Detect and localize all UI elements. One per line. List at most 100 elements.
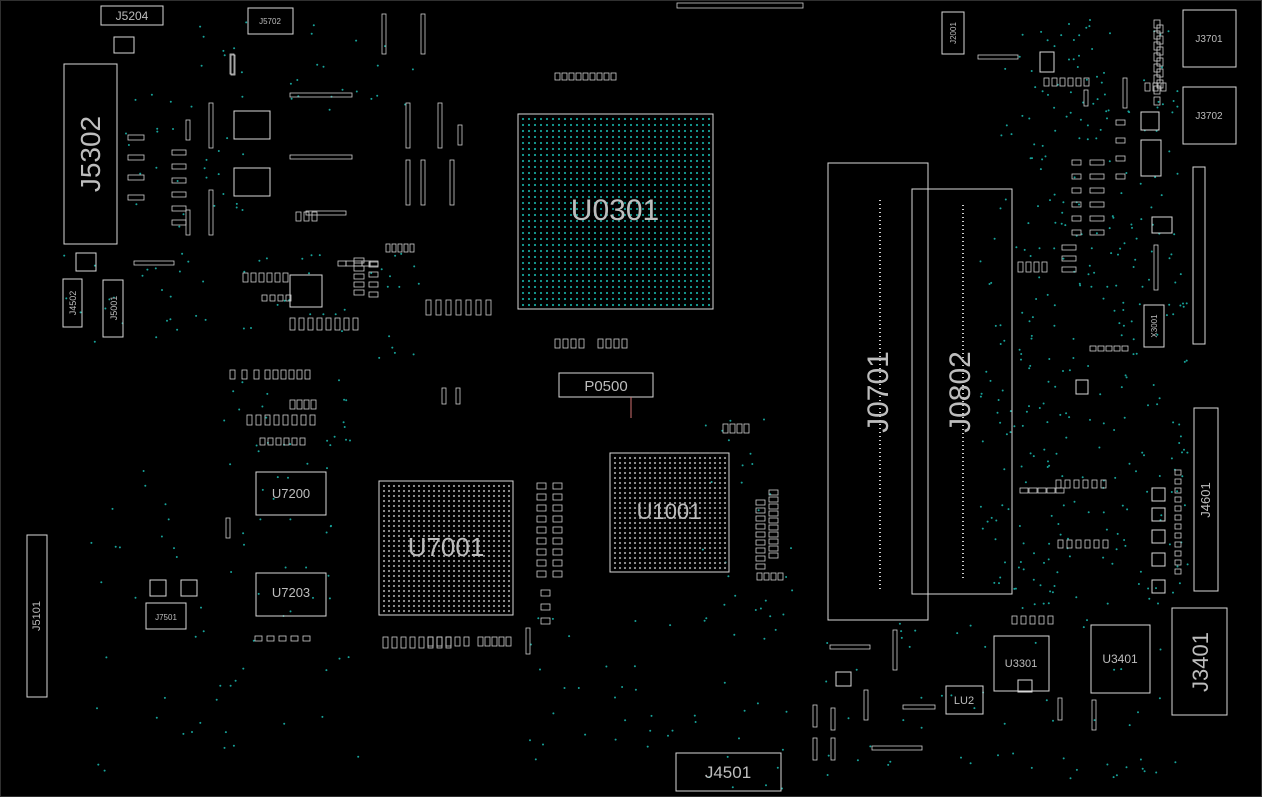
component-j2001[interactable]: J2001 [941,11,965,55]
component-j3401[interactable]: J3401 [1171,607,1228,716]
via [217,173,220,176]
via [310,32,313,35]
via [1073,176,1076,179]
via [584,733,587,736]
via [287,476,289,479]
via [614,696,616,699]
via [1068,58,1070,61]
via [534,758,537,761]
component-u3401[interactable]: U3401 [1090,624,1151,694]
component-u1001[interactable]: U1001 [609,452,730,573]
via [112,296,115,299]
via [1137,583,1140,585]
component-j5204[interactable]: J5204 [100,5,164,26]
via [355,39,358,42]
via [181,252,184,255]
component-u7200[interactable]: U7200 [255,471,327,516]
via [733,633,736,636]
label-u0301: U0301 [571,194,659,227]
component-lu2[interactable]: LU2 [945,685,984,715]
component-u3301[interactable]: U3301 [993,635,1050,692]
component-j0802[interactable]: J0802 [911,188,1013,595]
component-u0301[interactable]: U0301 [517,113,714,310]
component-x3001[interactable]: X3001 [1143,304,1165,348]
via [825,680,828,683]
via [979,505,982,508]
via [1182,302,1184,305]
component-pad [1061,266,1077,273]
component-pad [536,537,547,545]
component-pad [1091,479,1098,489]
component-j5302[interactable]: J5302 [63,63,118,245]
component-pad [455,299,462,316]
component-pad [127,134,145,141]
component-pad [554,72,561,81]
component-j4501[interactable]: J4501 [675,752,782,792]
component-j4502[interactable]: J4502 [62,278,83,328]
via [205,158,208,161]
component-pad [277,294,284,302]
via [1078,34,1081,37]
component-pad [621,338,628,349]
via [343,308,346,311]
via [163,696,166,699]
component-pad [1071,229,1082,236]
via [624,719,627,722]
component-j7501[interactable]: J7501 [145,602,187,630]
via [1038,407,1041,409]
via [1072,357,1075,359]
via [289,610,292,613]
component-u7001[interactable]: U7001 [378,480,514,616]
component-pad [1174,532,1182,539]
via [1088,264,1091,267]
via [376,94,379,97]
component-pad [436,636,443,647]
component-j3701[interactable]: J3701 [1182,9,1237,68]
via [127,144,130,146]
via [1053,106,1056,109]
component-j5101[interactable]: J5101 [26,534,48,698]
component-pad [337,260,347,267]
component-j5702[interactable]: J5702 [247,7,294,35]
via [1079,118,1082,121]
via [1176,90,1179,93]
via [413,265,416,268]
component-pad [391,243,397,253]
component-pad [1071,173,1082,180]
via [1079,284,1082,287]
via [96,707,98,710]
component-pad [552,548,563,556]
via [391,346,394,349]
component-pad [445,636,452,647]
via [1128,462,1131,465]
component-pad [441,387,447,405]
via [1073,500,1076,503]
component-j3702[interactable]: J3702 [1182,86,1237,145]
via [150,93,153,96]
via [667,734,669,737]
via [1068,23,1070,25]
via [261,405,264,408]
component-pad [743,423,750,434]
via [1086,138,1089,141]
via [1123,242,1126,245]
component-j5001[interactable]: J5001 [102,279,124,338]
component-j4601[interactable]: J4601 [1193,407,1219,592]
component-p0500[interactable]: P0500 [558,372,654,418]
component-j0701[interactable]: J0701 [827,162,929,621]
component-pad [1089,229,1105,236]
component-pad [568,72,575,81]
component-u7203[interactable]: U7203 [255,572,327,617]
via [1141,285,1144,288]
via [1167,30,1170,33]
via [169,318,172,321]
via [108,298,111,301]
via [1141,767,1144,770]
via [1056,571,1059,574]
via [1115,548,1118,551]
via [1078,54,1080,57]
via [1038,247,1041,250]
via [1041,158,1044,161]
component-pad [171,163,187,170]
via [1049,199,1051,202]
